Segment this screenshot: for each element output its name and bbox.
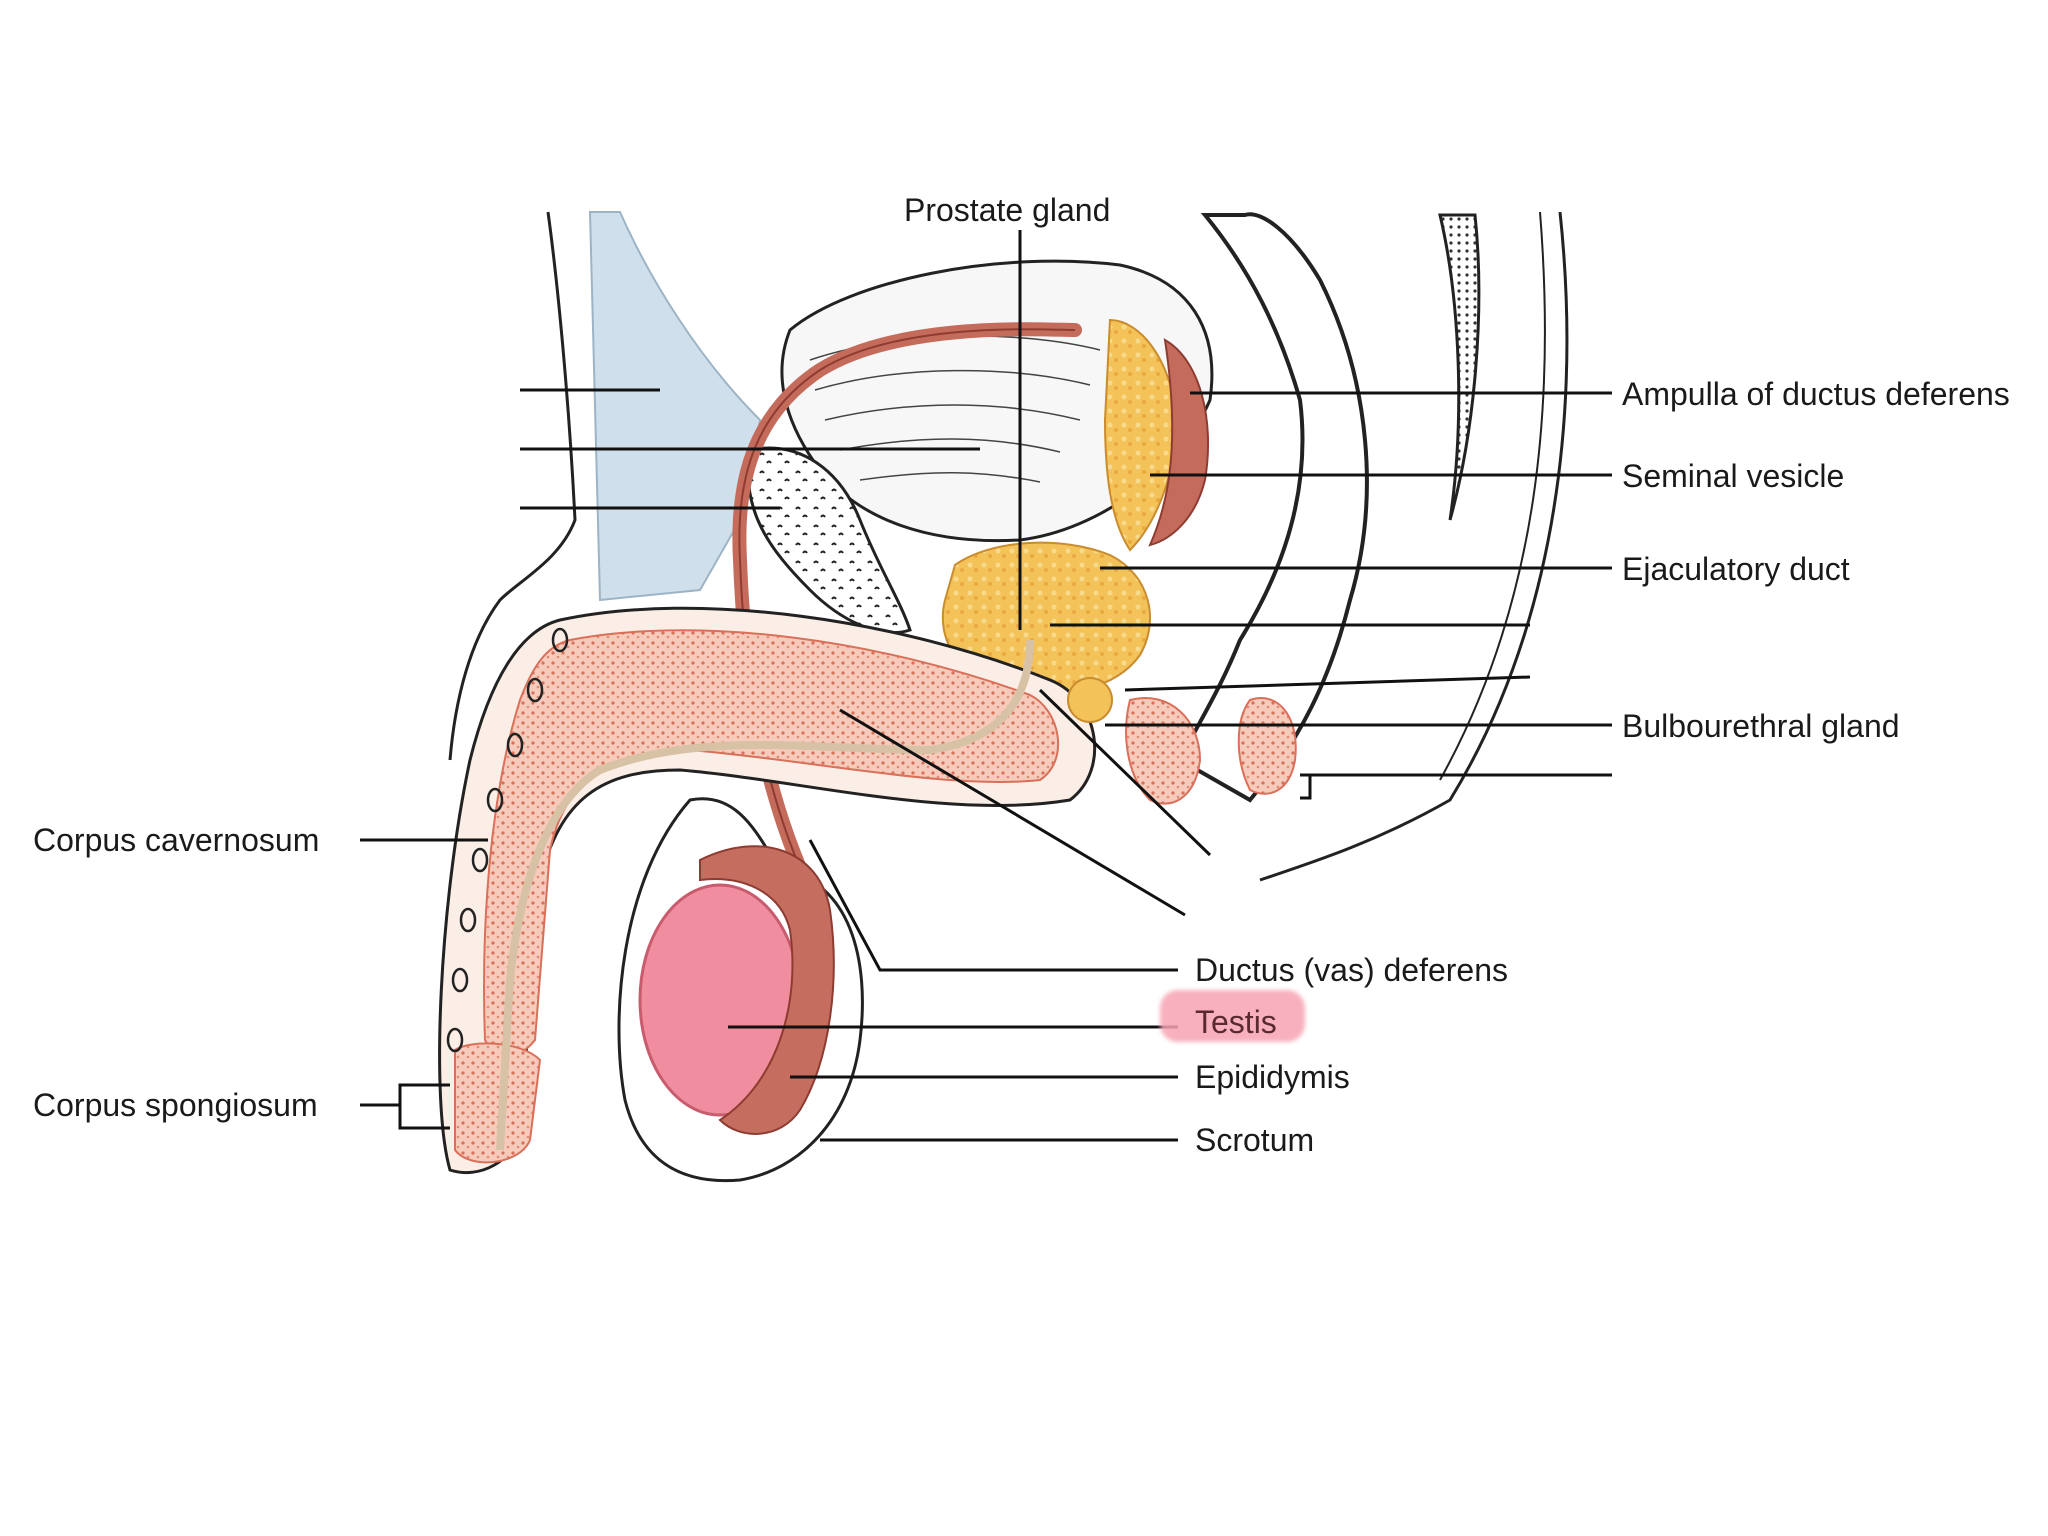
label-prostate-gland: Prostate gland <box>904 192 1111 228</box>
bulbourethral-gland-shape <box>1067 677 1113 723</box>
anal-sphincter <box>1237 697 1297 795</box>
testis-highlight <box>1160 990 1305 1042</box>
sacrum <box>1438 213 1481 521</box>
label-seminal-vesicle: Seminal vesicle <box>1622 458 1845 494</box>
label-ejaculatory-duct: Ejaculatory duct <box>1622 551 1850 587</box>
abdominal-wall-outline <box>448 211 577 761</box>
label-testis: Testis <box>1195 1004 1277 1040</box>
rectum <box>1177 212 1369 803</box>
penis-vessels <box>446 627 569 1053</box>
label-epididymis: Epididymis <box>1195 1059 1350 1095</box>
bulb-of-penis <box>1125 697 1202 805</box>
pubic-bone <box>746 446 912 635</box>
epididymis-shape <box>699 845 835 1135</box>
corpus-spongiosum-shape <box>454 1042 542 1164</box>
back-outline-inner <box>1439 211 1546 781</box>
label-bulbourethral-gland: Bulbourethral gland <box>1622 708 1900 744</box>
label-ampulla-of-ductus-deferens: Ampulla of ductus deferens <box>1622 376 2010 412</box>
back-outline <box>1259 211 1569 882</box>
leader-lines <box>360 230 1612 1142</box>
label-corpus-spongiosum: Corpus spongiosum <box>33 1087 318 1123</box>
urethra <box>496 639 1034 1151</box>
label-scrotum: Scrotum <box>1195 1122 1315 1158</box>
seminal-vesicle-shape <box>1103 318 1177 552</box>
label-corpus-cavernosum: Corpus cavernosum <box>33 822 320 858</box>
label-ductus-deferens: Ductus (vas) deferens <box>1195 952 1509 988</box>
